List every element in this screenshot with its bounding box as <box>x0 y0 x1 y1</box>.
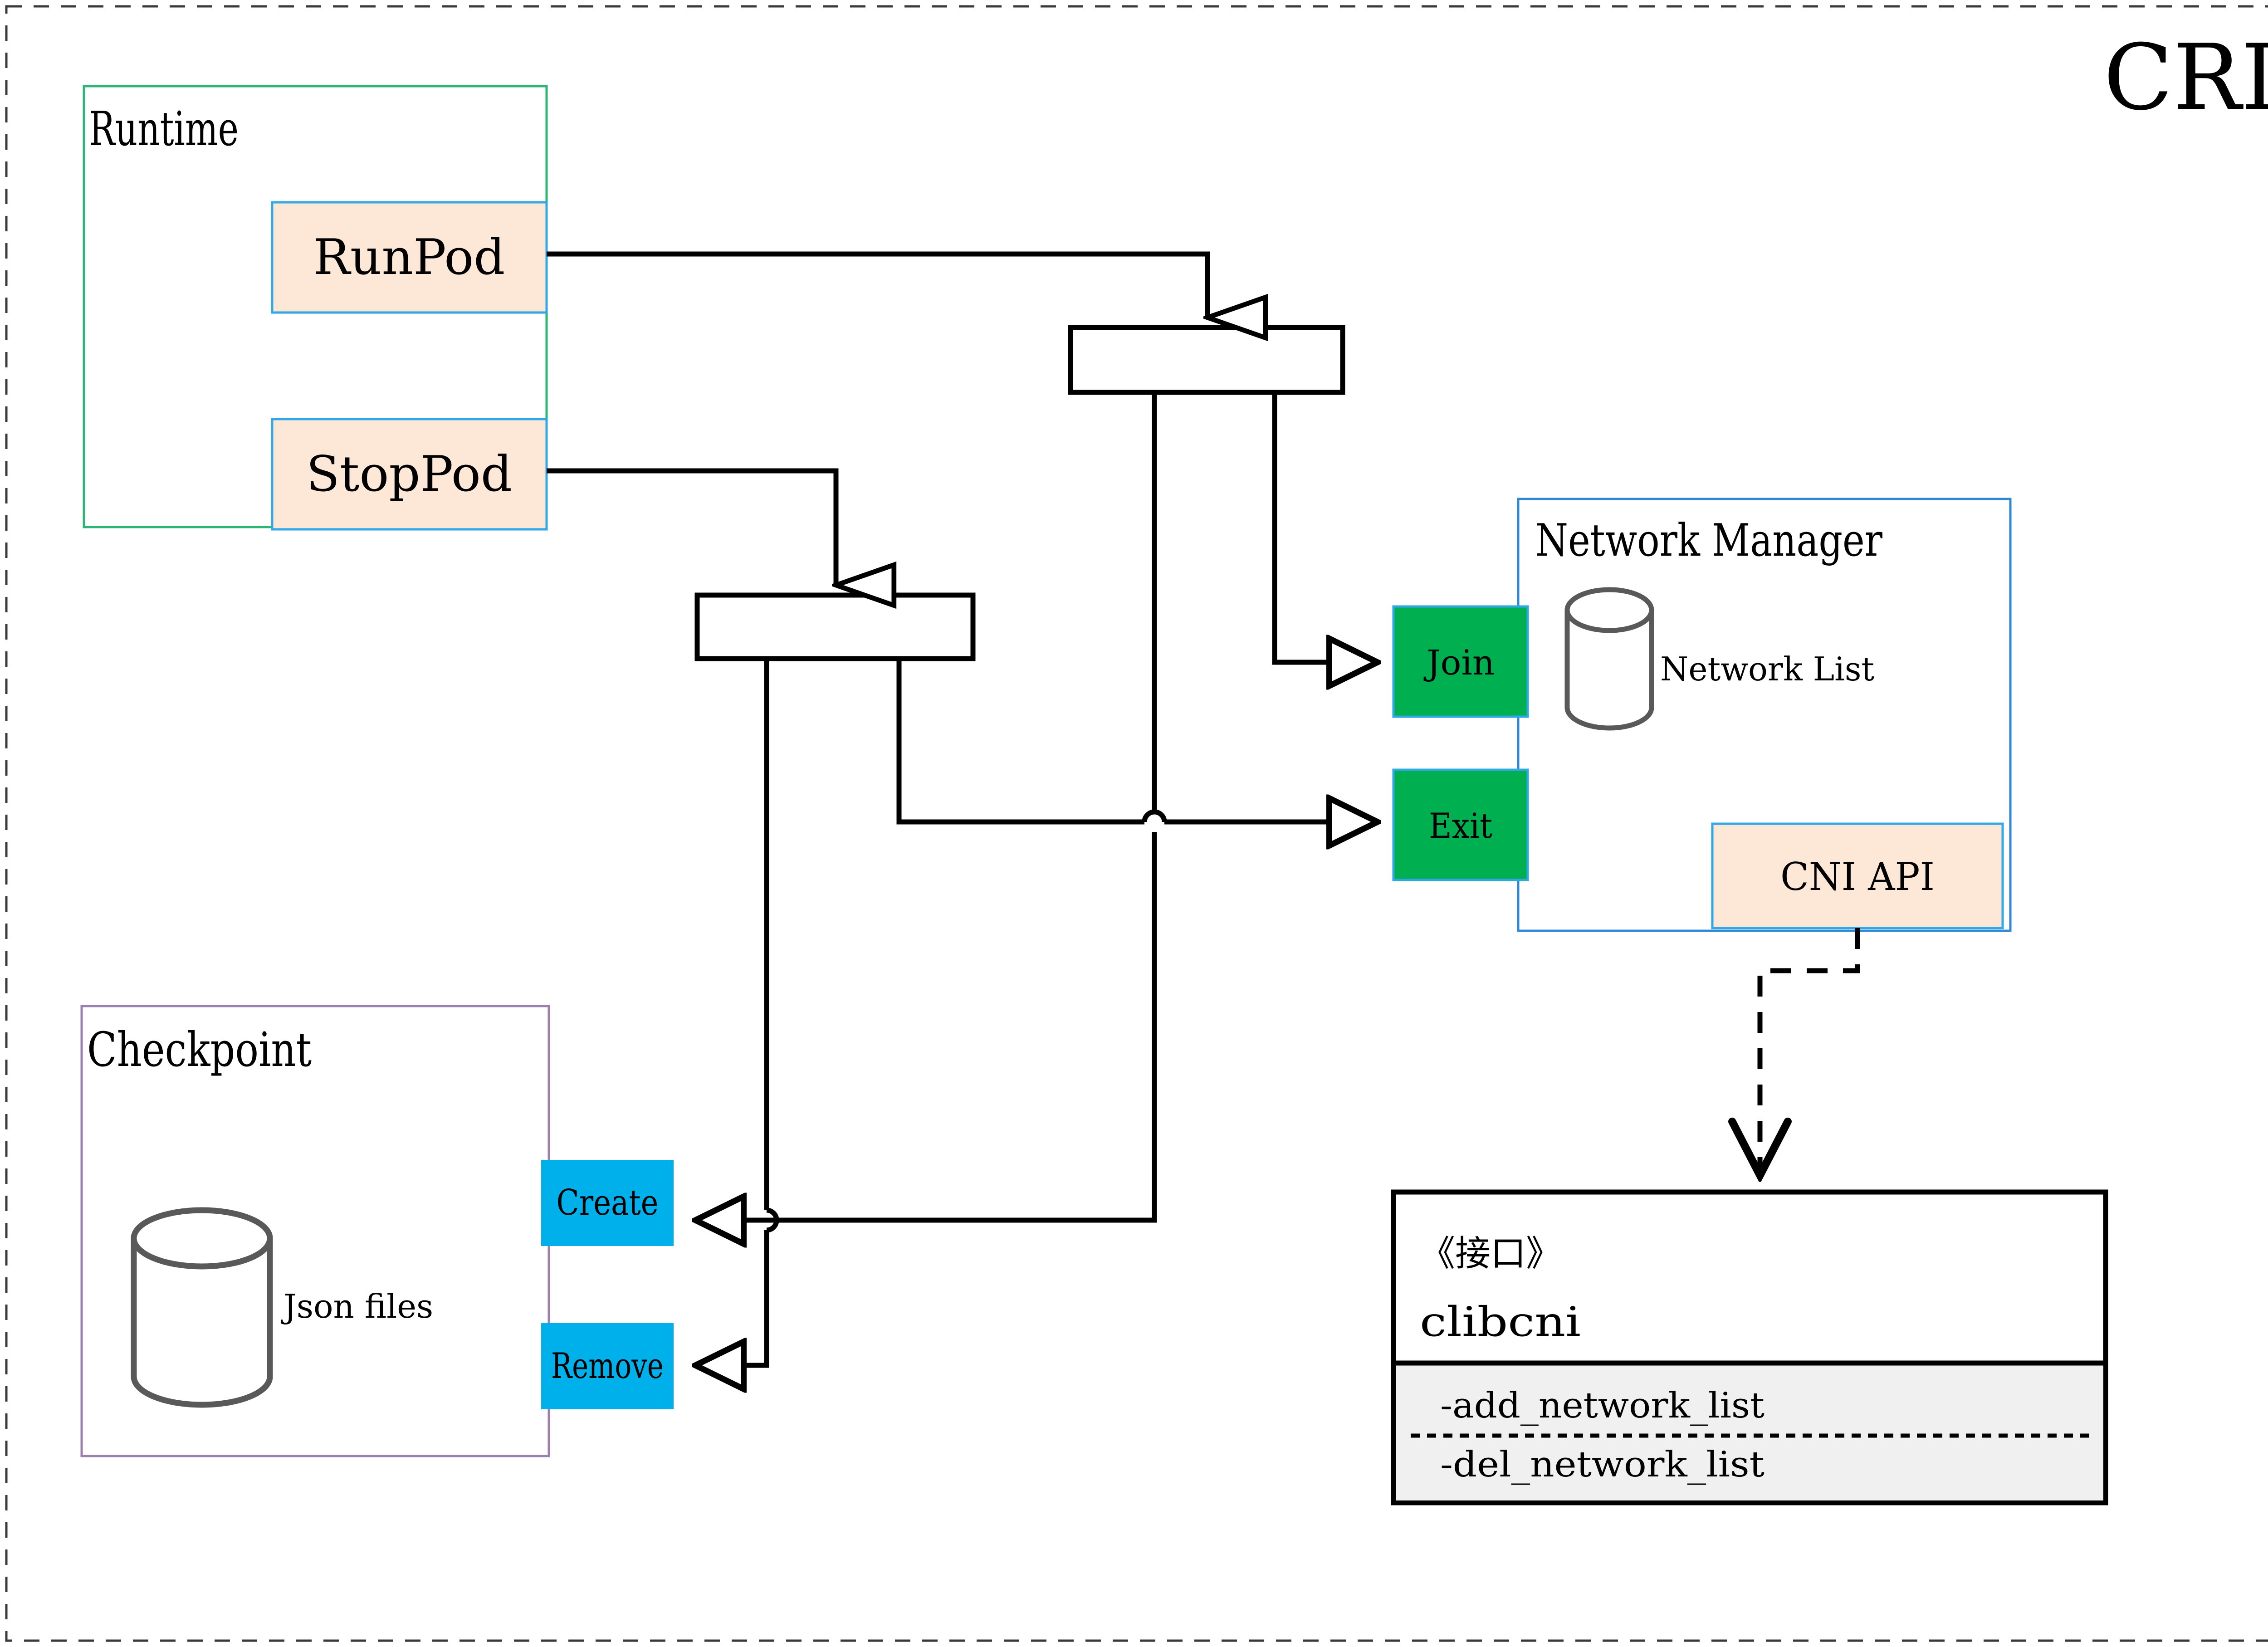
checkpoint-datastore-icon <box>131 1207 273 1408</box>
node-stop-pod[interactable] <box>271 418 548 531</box>
node-cni-api-label: CNI API <box>1780 855 1935 899</box>
edge-fork-lower-left-to-remove <box>694 1230 769 1365</box>
group-network-manager-label: Network Manager <box>1535 515 1883 567</box>
edge-fork-upper-right-to-join <box>1272 392 1379 662</box>
node-exit[interactable] <box>1392 768 1529 881</box>
fork-bar-upper <box>1068 325 1345 395</box>
network-list-label: Network List <box>1660 650 1874 688</box>
fork-bar-lower <box>694 592 976 661</box>
node-cni-api[interactable] <box>1711 822 2004 929</box>
edge-fork-upper-left-down <box>694 832 1157 1223</box>
node-run-pod-label: RunPod <box>313 229 505 286</box>
node-join-label: Join <box>1423 642 1495 683</box>
network-list-datastore-icon <box>1564 587 1654 731</box>
interface-stereotype: 《接口》 <box>1420 1233 1561 1274</box>
edge-stoppod-to-fork <box>547 468 836 585</box>
node-create[interactable] <box>541 1160 674 1246</box>
node-remove-label: Remove <box>551 1346 664 1387</box>
page-title: CRI <box>2103 25 2268 131</box>
node-join[interactable] <box>1392 605 1529 718</box>
node-run-pod[interactable] <box>271 201 548 314</box>
interface-method-0: -add_network_list <box>1440 1385 1765 1426</box>
edge-fork-lower-right <box>896 659 1144 825</box>
node-remove[interactable] <box>541 1323 674 1409</box>
node-exit-label: Exit <box>1429 806 1492 846</box>
node-stop-pod-label: StopPod <box>306 446 512 503</box>
node-create-label: Create <box>557 1183 659 1223</box>
checkpoint-store-label: Json files <box>280 1287 433 1325</box>
interface-method-1: -del_network_list <box>1440 1444 1765 1485</box>
edge-hop-create <box>766 1207 779 1233</box>
interface-method-compartment <box>1396 1363 2103 1500</box>
interface-name: clibcni <box>1420 1298 1581 1346</box>
group-checkpoint-label: Checkpoint <box>87 1022 312 1077</box>
group-runtime-label: Runtime <box>89 101 239 156</box>
edge-runpod-to-fork <box>547 251 1207 318</box>
outer-frame <box>5 5 2268 1642</box>
interface-clibcni[interactable] <box>1391 1189 2108 1505</box>
edge-hop-exit <box>1142 809 1167 822</box>
edge-cni-api-to-clibcni <box>1760 928 1860 1175</box>
